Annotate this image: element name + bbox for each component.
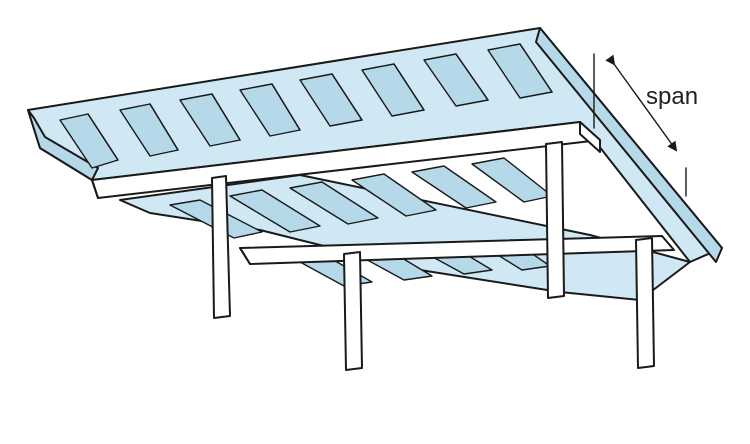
column-front-left — [211, 175, 231, 319]
span-dimension: span — [593, 53, 698, 197]
span-label: span — [646, 83, 698, 110]
slab-front-edge — [27, 109, 99, 181]
column-rear-left — [343, 251, 363, 371]
column-front-right — [545, 141, 565, 299]
span-arrow — [605, 54, 678, 152]
slab-ribs-front-row — [59, 43, 553, 169]
column-rear-right — [635, 237, 655, 369]
